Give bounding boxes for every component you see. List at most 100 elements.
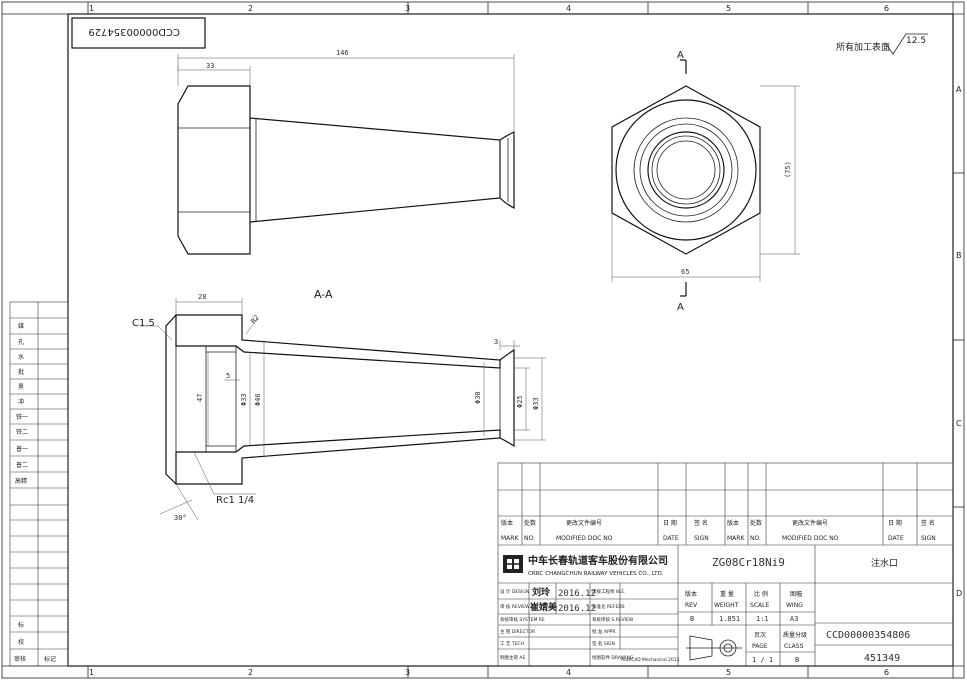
design-label: 设 计 DESIGN [500,588,529,595]
rev-h7-en: NO. [750,535,761,542]
left-bottom-1: 标 [18,621,24,629]
design-date: 2016.12 [558,589,596,599]
dim-r2: R2 [249,314,261,326]
col-label-2: 2 [248,4,253,13]
row-label-c: C [956,419,962,428]
col-label-1b: 1 [89,668,94,677]
sys-label: 系统审核 SYSTEM RE [500,616,545,623]
dim-65: 65 [681,268,689,276]
rev-h6-cn: 版本 [727,519,739,527]
doc-number: CCD00000354806 [826,630,910,641]
page-value: 1 / 1 [752,656,773,664]
dim-thread: Rc1 1/4 [216,495,254,506]
col-label-3: 3 [405,4,410,13]
appr-label: 批 准 APPR. [592,628,617,635]
company-logo [503,555,523,573]
rev-h4-cn: 日 期 [663,519,677,527]
dim-angle: 30° [174,514,187,522]
rev-h8-cn: 更改文件编号 [792,519,828,527]
left-bottom-4: 标记 [44,655,56,663]
rev-h2-en: NO. [524,535,535,542]
review-date: 2016.12 [558,604,596,614]
dim-75: (75) [784,161,792,178]
wing-value: A3 [790,615,798,623]
left-cell-5: 黑 [18,384,24,391]
rev-h3-cn: 更改文件编号 [566,519,602,527]
rev-h1-en: MARK [501,535,519,542]
rev-h4-en: DATE [663,535,679,542]
col-label-4b: 4 [566,668,571,677]
review-name: 崔婧美 [529,601,558,613]
left-cell-6: 冲 [18,398,24,406]
part-number: 451349 [864,653,900,664]
side-view [177,54,515,255]
class-value: B [795,656,799,664]
rev-h1-cn: 版本 [501,519,513,527]
company-name-cn: 中车长春轨道客车股份有限公司 [528,554,668,567]
weight-label-cn: 重 量 [720,590,734,598]
rev-h10-en: SIGN [921,535,936,542]
director-label: 主 管 DIRECTOR [500,628,535,635]
section-label: A-A [314,288,333,301]
dim-d33a: Φ33 [240,393,248,406]
drawing-label: 绘图软件 DRAWING [592,654,634,661]
roughness-symbol [885,33,928,55]
dim-28: 28 [198,293,206,301]
sign-label: 签 名 SIGN [592,640,615,647]
row-label-b: B [956,251,962,260]
scale-value: 1:1 [756,615,769,623]
col-label-1: 1 [89,4,94,13]
page-label-en: PAGE [752,643,768,650]
col-label-6b: 6 [884,668,889,677]
col-label-2b: 2 [248,668,253,677]
dim-d30: Φ30 [474,391,482,404]
dim-3: 3 [494,338,498,346]
cut-letter-top: A [677,50,684,61]
company-name-en: CRRC CHANGCHUN RAILWAY VEHICLES CO., LTD… [528,571,664,577]
stamp-code-box: CCD00000354729 [71,17,206,49]
page-label-cn: 页次 [754,631,766,639]
left-cell-9: 普一 [16,445,28,453]
cut-letter-bottom: A [677,302,684,313]
col-label-4: 4 [566,4,571,13]
tech-label: 工 艺 TECH [500,641,524,647]
part-name: 注水口 [871,557,898,569]
left-cell-7: 铁一 [16,413,28,421]
rev-h3-en: MODIFIED DOC NO [556,535,613,542]
col-label-3b: 3 [405,668,410,677]
roughness-value: 12.5 [906,36,926,46]
material: ZG08Cr18Ni9 [712,556,785,569]
stamp-code: CCD00000354729 [88,26,180,37]
rev-h7-cn: 处数 [750,519,762,527]
rev-h6-en: MARK [727,535,745,542]
col-label-5b: 5 [726,668,731,677]
rev-value: B [690,615,694,623]
dim-d33b: Φ33 [532,397,540,410]
title-block [497,462,954,667]
review-label: 审 核 REVIEW [500,603,530,610]
rev-h5-en: SIGN [694,535,709,542]
scale-label-en: SCALE [750,602,769,609]
weight-value: 1.851 [719,615,740,623]
dim-47: 47 [196,394,204,402]
dim-146: 146 [336,49,349,57]
rev-label-en: REV [685,602,698,609]
wing-label-cn: 图幅 [790,590,802,598]
class-label-cn: 质量分级 [783,631,807,639]
rev-h8-en: MODIFIED DOC NO [782,535,839,542]
left-cell-1: 媒 [18,322,24,330]
class-label-en: CLASS [784,643,804,650]
sreview-label: 系统审核 S.REVIEW [592,616,634,623]
design-name: 刘玲 [532,586,551,598]
row-label-a: A [956,85,962,94]
left-bottom-3: 审核 [14,655,26,663]
rev-label-cn: 版本 [685,590,697,598]
dim-c15: C1.5 [132,318,155,329]
software: AutoCAD Mechanical 2013 [621,657,680,663]
dim-d25: Φ25 [516,395,524,408]
wing-label-en: WING [786,602,803,609]
dim-5: 5 [226,372,230,380]
we-label: 焊接工程师 W.E. [592,588,626,595]
col-label-6: 6 [884,4,889,13]
